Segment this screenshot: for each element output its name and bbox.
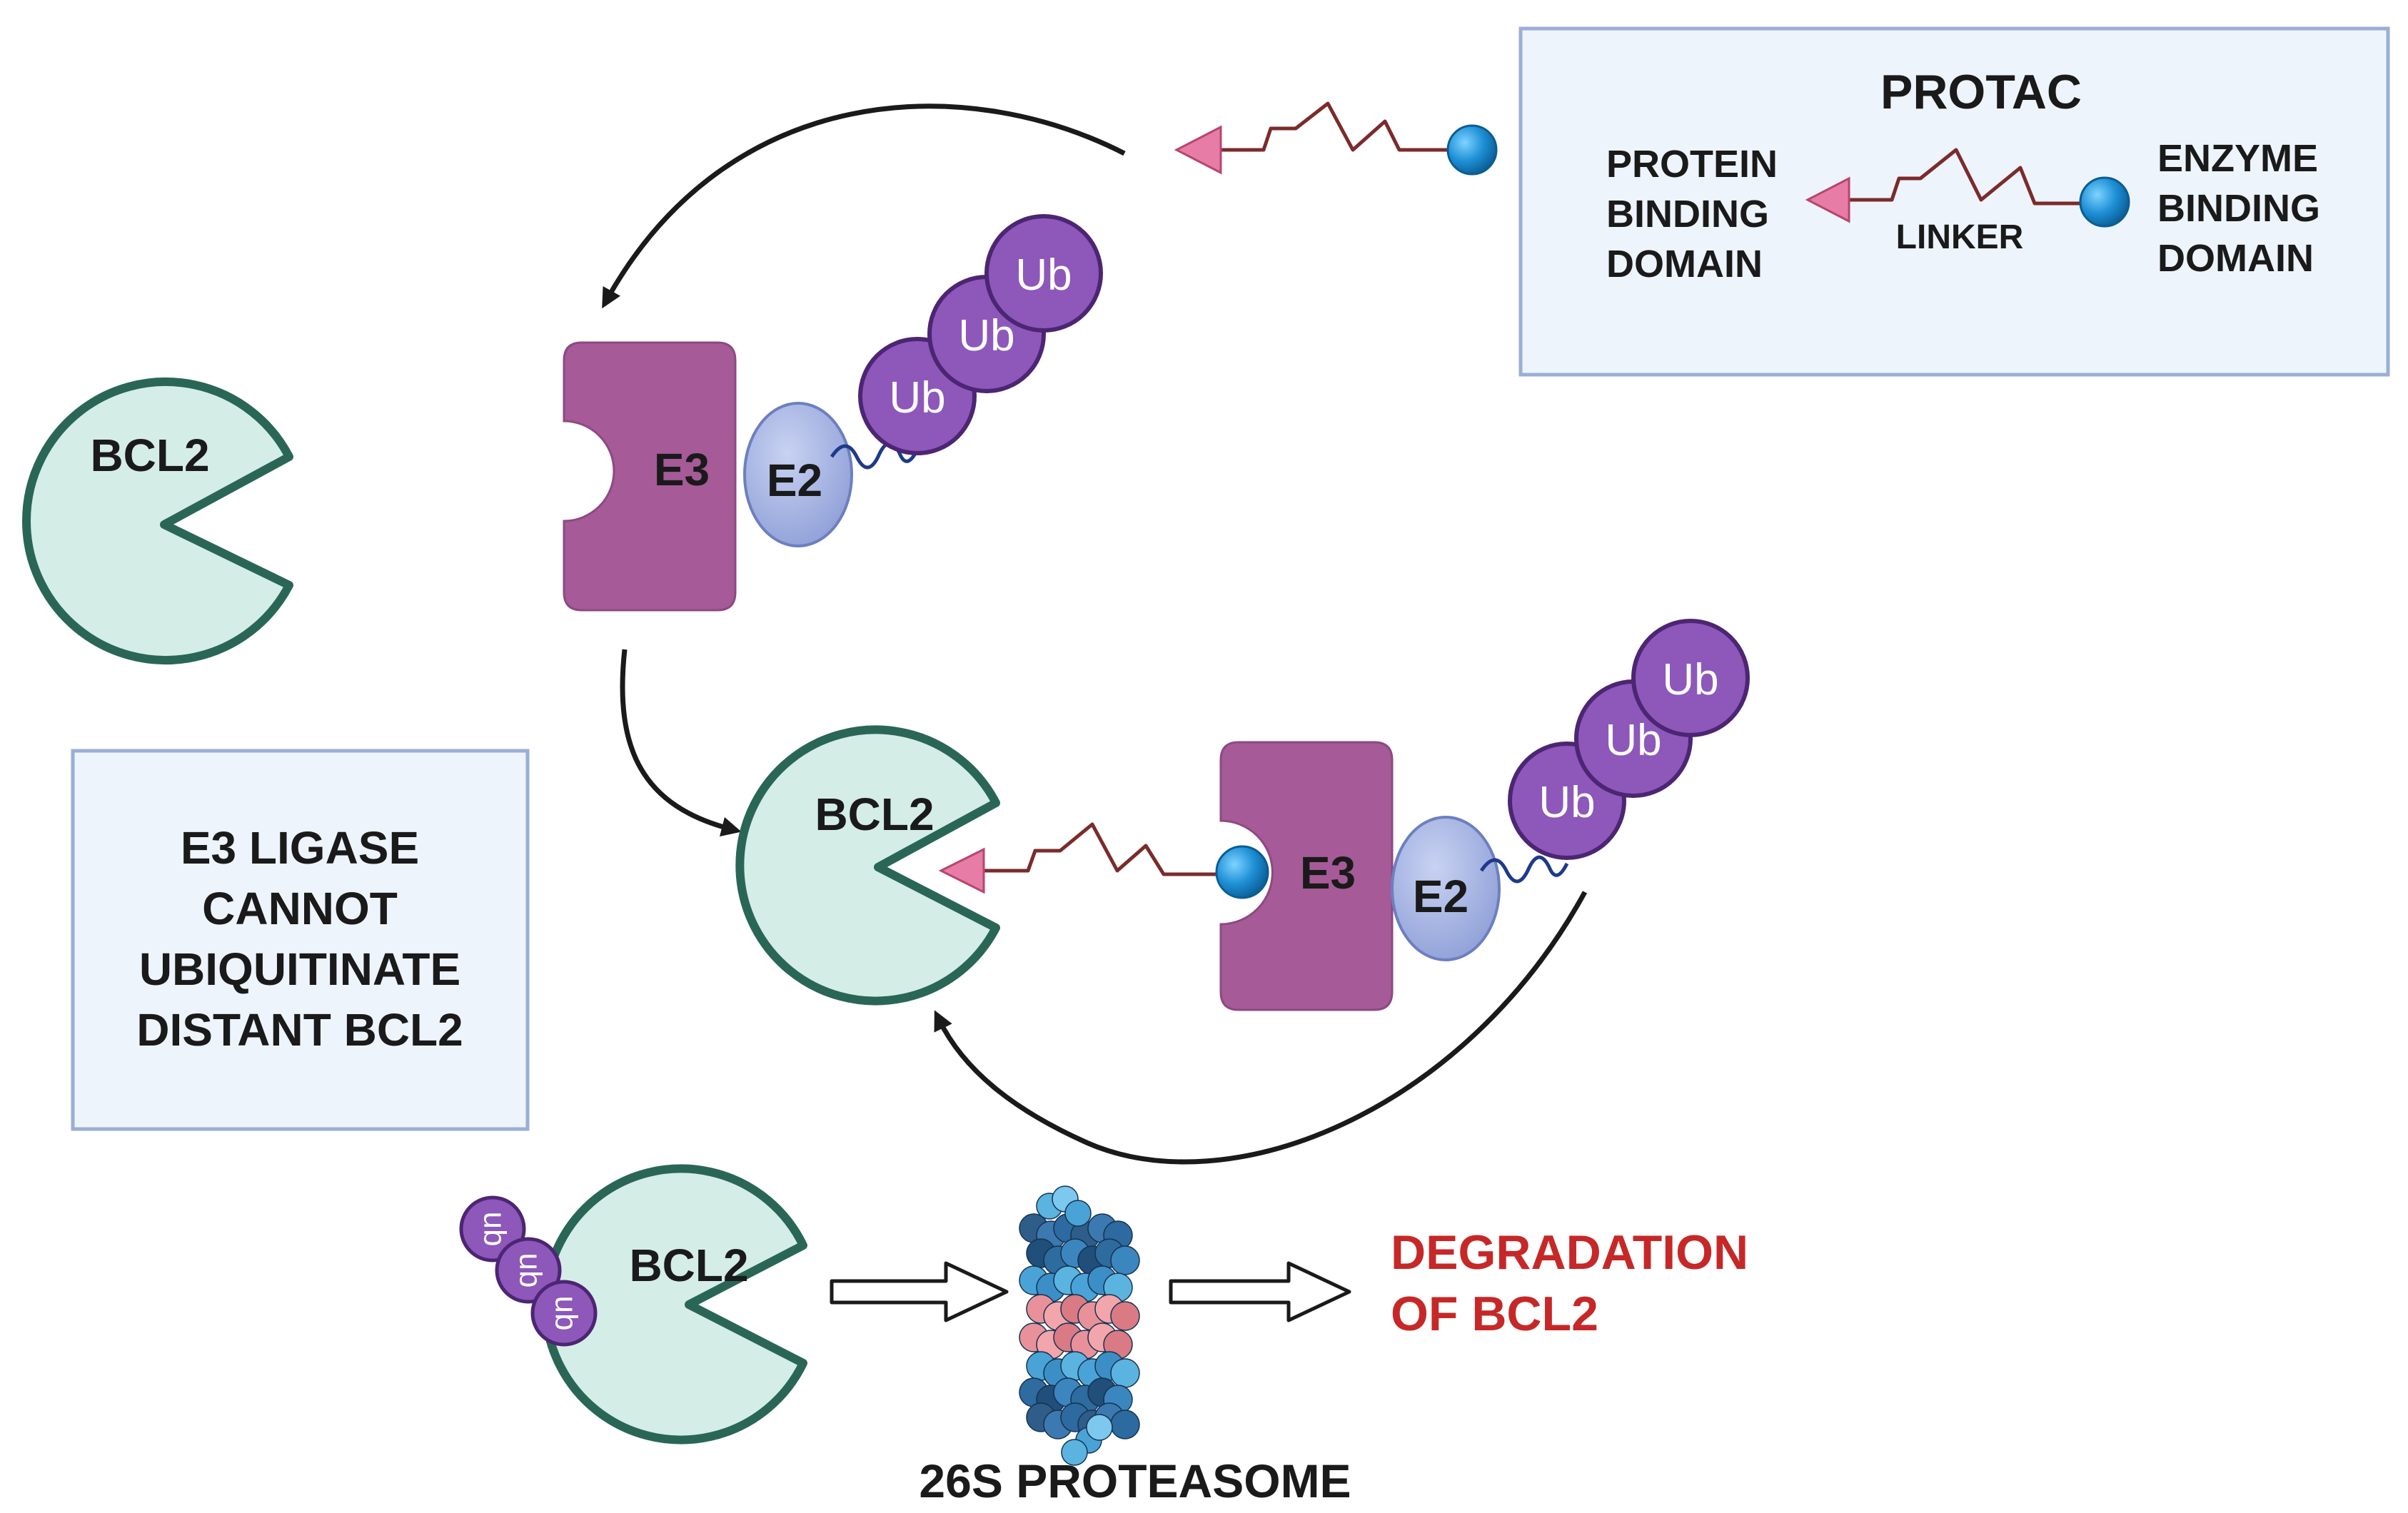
proteasome-cap-subunit: [1086, 1414, 1113, 1441]
protein-binding-label-1: PROTEIN: [1606, 143, 1778, 186]
ub-thioester-tether: [1479, 855, 1569, 884]
ub-ball: [1631, 619, 1750, 737]
bcl2-label: BCL2: [629, 1240, 748, 1291]
degradation-label-1: DEGRADATION: [1391, 1225, 1748, 1280]
free-warhead-triangle: [1174, 125, 1222, 175]
arrow-protac-to-e3: [602, 103, 1126, 309]
e3-label: E3: [1300, 847, 1356, 899]
proteasome-beads: [1019, 1185, 1140, 1466]
bound-ligand-ball: [1215, 845, 1269, 899]
ub-label: Ub: [958, 311, 1014, 360]
free-protac-molecule: [1174, 101, 1498, 176]
free-ligand-ball: [1446, 124, 1498, 176]
ub-label: Ub: [1538, 778, 1595, 827]
protein-binding-label-3: DOMAIN: [1606, 243, 1763, 285]
ub-label: Ub: [889, 373, 945, 422]
enzyme-binding-label-1: ENZYME: [2157, 137, 2318, 180]
e3-cannot-ubiquitinate-box: E3 LIGASE CANNOT UBIQUITINATE DISTANT BC…: [71, 749, 530, 1131]
ternary-complex: BCL2 E3 E2 Ub Ub Ub: [735, 619, 1750, 1011]
legend-warhead-triangle: [1805, 176, 1850, 223]
bcl2-label: BCL2: [815, 789, 934, 840]
small-ub-ball: [530, 1280, 598, 1347]
ub-thioester-tether: [830, 441, 920, 470]
e3-label: E3: [654, 444, 710, 495]
e3-ligase-shape: [1219, 741, 1394, 1011]
hollow-arrow-to-degradation: [1169, 1261, 1351, 1322]
hollow-arrow-to-proteasome: [830, 1261, 1009, 1322]
e2-label: E2: [1413, 871, 1469, 922]
ubiquitinated-bcl2: BCL2 ub ub ub: [459, 1164, 807, 1444]
e3-ligase-shape: [563, 341, 737, 612]
protac-legend-box: PROTAC PROTEIN BINDING DOMAIN LINKER ENZ…: [1518, 26, 2390, 377]
degradation-label-2: OF BCL2: [1391, 1287, 1598, 1341]
ub-label: Ub: [1605, 716, 1661, 765]
box-line-1: E3 LIGASE: [181, 822, 419, 874]
e2-enzyme: [1391, 816, 1501, 961]
enzyme-binding-label-2: BINDING: [2157, 187, 2320, 230]
linker-label: LINKER: [1896, 218, 2024, 256]
proteasome-26s: 26S PROTEASOME: [919, 1185, 1351, 1507]
bcl2-label: BCL2: [90, 430, 209, 481]
free-bcl2: BCL2: [22, 378, 293, 664]
proteasome-cap-subunit: [1064, 1200, 1092, 1227]
bcl2-pacman-shape: [735, 725, 1000, 1006]
proteasome-subunit: [1110, 1245, 1140, 1275]
enzyme-binding-label-3: DOMAIN: [2157, 237, 2314, 280]
small-ub-ball: [495, 1237, 562, 1304]
proteasome-subunit: [1110, 1301, 1140, 1331]
legend-ligand-ball: [2079, 176, 2130, 228]
proteasome-subunit: [1110, 1410, 1140, 1439]
legend-linker: [1845, 148, 2102, 206]
ub-label: Ub: [1662, 655, 1718, 704]
small-ub-label: ub: [548, 1296, 583, 1331]
ub-ball: [984, 214, 1103, 333]
proteasome-label: 26S PROTEASOME: [919, 1454, 1351, 1507]
bound-linker: [982, 822, 1228, 876]
arrow-e3-to-ternary: [620, 649, 742, 837]
protac-title: PROTAC: [1880, 65, 2082, 119]
ub-label: Ub: [1015, 251, 1072, 300]
proteasome-cap-subunit: [1061, 1439, 1088, 1466]
legend-protac-molecule: [1805, 148, 2130, 228]
bcl2-pacman-shape: [22, 378, 293, 664]
protein-binding-label-2: BINDING: [1606, 193, 1769, 236]
box-line-2: CANNOT: [202, 883, 398, 934]
e2-enzyme: [743, 402, 853, 547]
box-line-3: UBIQUITINATE: [139, 943, 460, 995]
proteasome-subunit: [1110, 1358, 1140, 1388]
bound-warhead-triangle: [938, 847, 985, 894]
e3-complex-top: E3 E2 Ub Ub Ub: [563, 214, 1103, 612]
free-linker: [1217, 101, 1467, 152]
e2-label: E2: [767, 455, 822, 506]
arrow-ubiquitin-transfer: [934, 891, 1588, 1165]
small-ub-label: ub: [513, 1253, 548, 1288]
box-line-4: DISTANT BCL2: [136, 1004, 463, 1056]
small-ub-label: ub: [477, 1212, 512, 1247]
